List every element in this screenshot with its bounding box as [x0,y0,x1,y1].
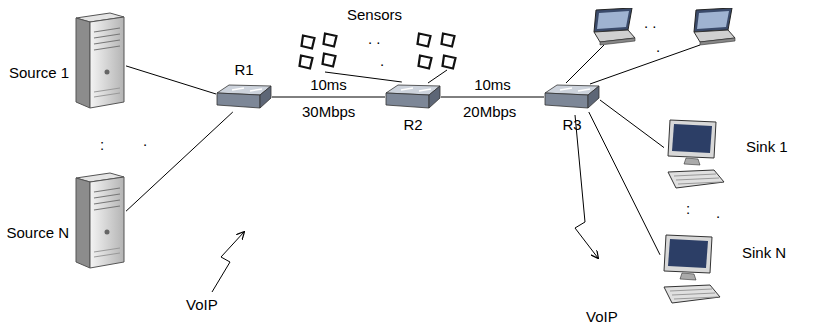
sensor-icon [418,34,431,47]
network-link [126,66,216,94]
sink-node: Sink 1 [664,118,726,192]
laptop-icon [594,8,635,45]
server-node: Source 1 [74,12,126,110]
network-link [589,112,660,255]
ellipsis-mark: . . [368,30,381,47]
sensor-icon [419,56,432,69]
ellipsis-mark: . [143,132,147,149]
sensor-icon [300,56,313,69]
node-label: Source N [6,224,69,241]
node-label: R1 [234,61,253,78]
laptop-icon [694,8,735,45]
wireless-bolt [212,232,244,292]
laptop-wire [566,45,604,83]
laptop-wire [590,45,700,84]
network-link [126,112,233,211]
link-bandwidth: 20Mbps [463,103,516,120]
sensor-icon [443,56,456,69]
server-icon [76,13,124,108]
link-delay: 10ms [472,76,513,93]
ellipsis-mark: : [686,200,690,217]
ellipsis-mark: : [100,136,104,153]
traffic-label: VoIP [586,308,618,325]
sensor-icon [302,36,315,49]
network-link [441,97,544,98]
link-bandwidth: 30Mbps [302,103,355,120]
ellipsis-mark: . [656,38,660,55]
network-link [272,97,385,98]
sensor-icon [442,34,455,47]
desktop-icon [668,120,724,188]
router-node: R2 [385,82,441,112]
node-label: R2 [403,116,422,133]
traffic-label: VoIP [186,296,218,313]
ellipsis-mark: . [716,204,720,221]
server-icon [76,173,124,268]
sensor-icon [324,34,337,47]
router-icon [545,85,599,108]
ellipsis-mark: . [380,52,384,69]
node-label: Sensors [347,6,402,23]
node-label: Source 1 [9,64,69,81]
network-link [600,100,664,148]
link-delay: 10ms [308,76,349,93]
server-node: Source N [74,172,126,270]
node-label: Sink 1 [746,138,788,155]
router-icon [386,85,440,108]
node-label: R3 [562,116,581,133]
router-node: R1 [216,82,272,112]
sensor-wire [428,70,447,83]
desktop-icon [664,235,720,303]
wireless-bolt [575,115,598,258]
router-node: R3 [544,82,600,112]
sensor-icon [323,54,336,67]
router-icon [217,85,271,108]
sink-node: Sink N [660,232,722,308]
ellipsis-mark: . . [644,14,657,31]
node-label: Sink N [742,244,786,261]
